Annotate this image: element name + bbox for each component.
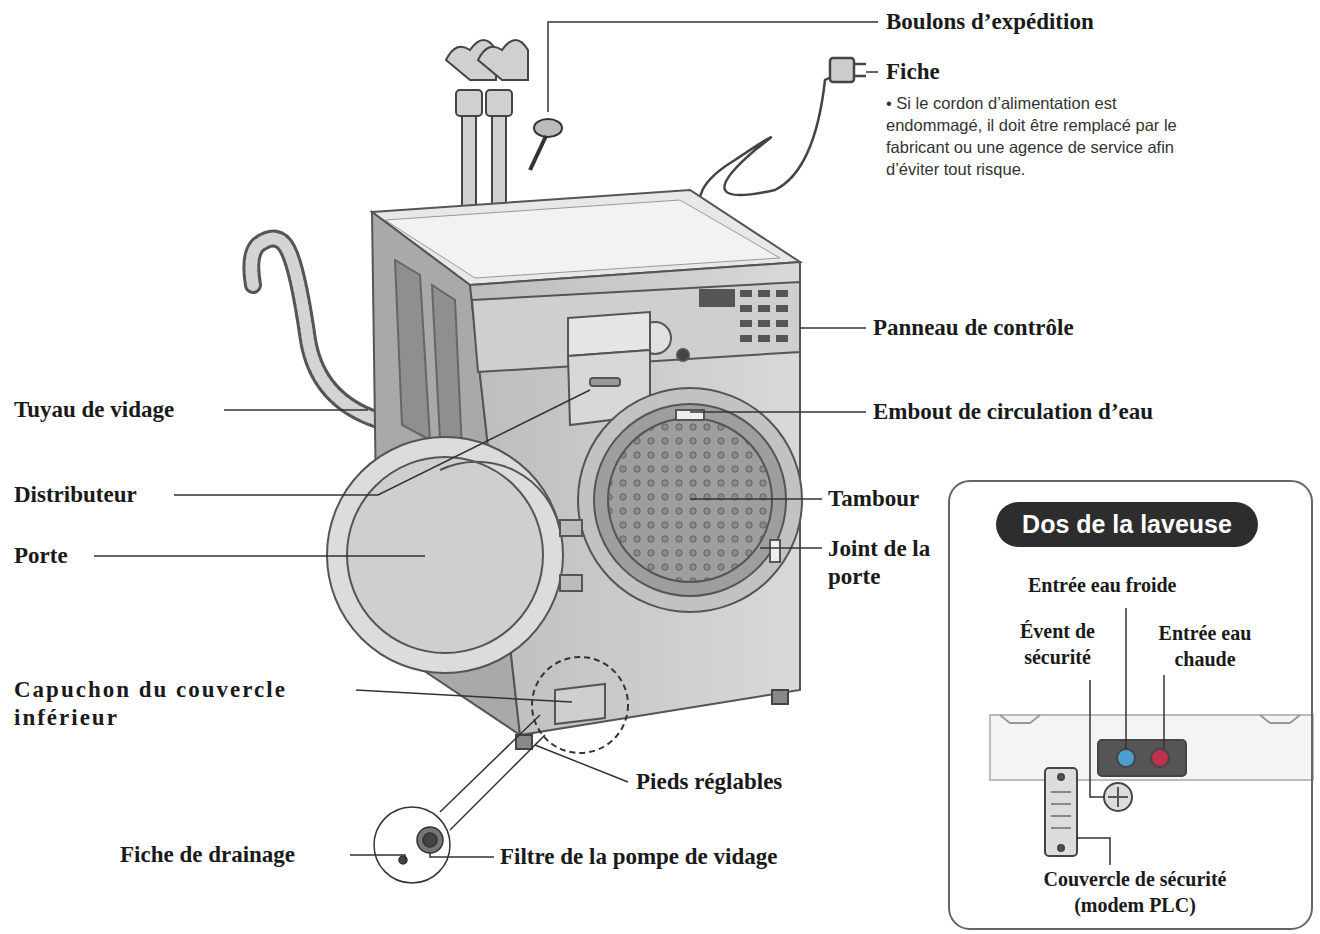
door-ring	[578, 388, 802, 612]
hinge	[560, 520, 582, 536]
door-bowl	[440, 462, 560, 530]
door-latch	[770, 540, 780, 562]
foot	[772, 690, 788, 704]
drain-hose	[251, 239, 378, 420]
part-label: Embout de circulation d’eau	[873, 398, 1153, 426]
hose-coupling	[486, 90, 512, 116]
part-label: Distributeur	[14, 481, 137, 509]
side-rib	[432, 285, 462, 450]
prong	[854, 63, 866, 66]
hinge	[560, 575, 582, 591]
part-label: Panneau de contrôle	[873, 314, 1074, 342]
bolt-head	[534, 119, 562, 137]
door-frame	[327, 437, 563, 673]
part-label: Tambour	[828, 485, 919, 513]
faucet	[478, 40, 528, 80]
power-button	[677, 349, 689, 361]
heading-text: Dos de la laveuse	[1022, 510, 1232, 539]
inset-label: Évent de sécurité	[1000, 618, 1115, 670]
part-label: Pieds réglables	[636, 768, 782, 796]
display	[700, 290, 734, 306]
door-glass	[347, 457, 543, 653]
door	[327, 437, 582, 673]
part-label: Filtre de la pompe de vidage	[500, 843, 777, 871]
control-buttons	[740, 290, 788, 342]
hose	[251, 239, 378, 420]
note-text: • Si le cordon d’alimentation est endomm…	[886, 92, 1204, 180]
prong	[854, 75, 866, 78]
inset-label: Entrée eau chaude	[1140, 620, 1270, 672]
cord	[699, 70, 845, 220]
part-label: Capuchon du couvercle inférieur	[14, 676, 359, 732]
part-label: Fiche de drainage	[120, 841, 295, 869]
part-label: Fiche	[886, 58, 940, 86]
hose-coupling	[456, 90, 482, 116]
inlet-hoses	[446, 40, 528, 210]
foot	[516, 735, 532, 749]
drum	[578, 388, 802, 612]
heading-pill: Dos de la laveuse	[996, 502, 1258, 547]
part-label: Porte	[14, 542, 68, 570]
inset-label: Couvercle de sécurité (modem PLC)	[1015, 866, 1255, 918]
part-label: Boulons d’expédition	[886, 8, 1094, 36]
inlet-hose	[492, 110, 506, 210]
door-gasket	[594, 404, 786, 596]
power-cord	[699, 58, 866, 220]
inset-label: Entrée eau froide	[1028, 572, 1177, 598]
shipping-bolt	[530, 119, 562, 170]
inset-panel: Entrée eau froideÉvent de sécurité Entrée…	[948, 480, 1313, 930]
lower-cover	[532, 657, 628, 753]
hose-ribs	[251, 239, 378, 420]
inlet-hose	[462, 110, 476, 210]
part-label: Tuyau de vidage	[14, 396, 174, 424]
leader-lines	[94, 22, 878, 862]
drum-holes	[608, 418, 772, 582]
back-view	[990, 608, 1313, 865]
part-label: Joint de la porte	[828, 535, 943, 591]
bolt-shank	[530, 136, 546, 170]
side-rib	[395, 260, 430, 440]
plug	[830, 58, 854, 82]
